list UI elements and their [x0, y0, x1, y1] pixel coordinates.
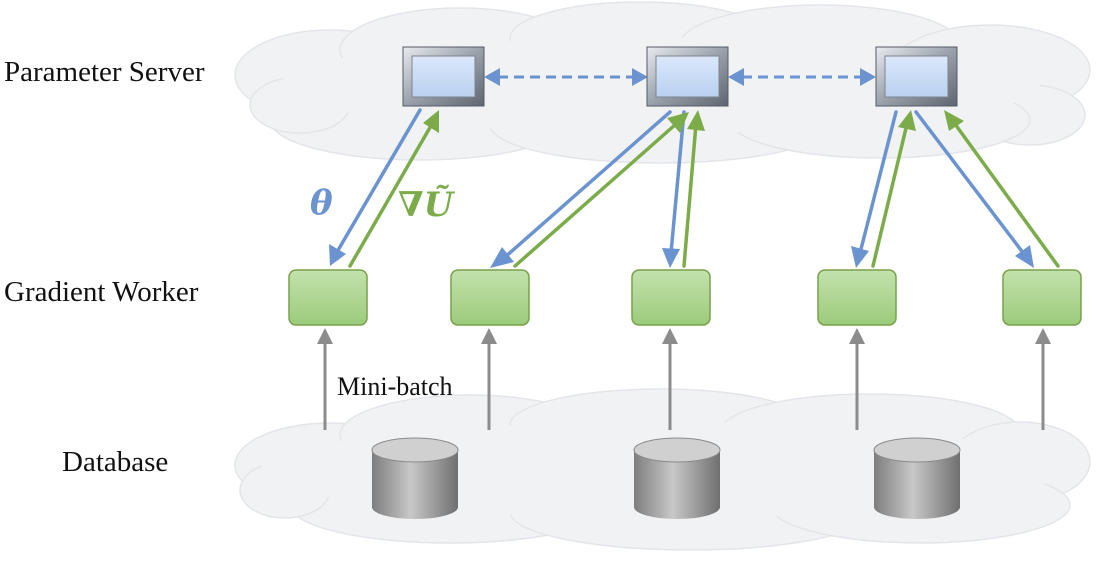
gradient-worker-4: [817, 269, 897, 326]
gradient-worker-5: [1002, 269, 1082, 326]
arrowhead-right-icon: [632, 68, 648, 86]
param-arrow-3: [669, 110, 686, 255]
database-icon: [873, 437, 961, 519]
param-arrow-4: [858, 110, 898, 255]
theta-label: θ: [310, 183, 333, 223]
param-arrow-5: [914, 110, 1026, 256]
gradient-arrow-5: [953, 122, 1060, 268]
gradient-worker-3: [631, 269, 711, 326]
server-node-1: [402, 46, 485, 107]
server-node-2: [646, 46, 729, 107]
gradient-worker-label: Gradient Worker: [4, 276, 199, 308]
parameter-server-label: Parameter Server: [4, 56, 205, 88]
database-icon: [371, 437, 459, 519]
gradient-arrow-1: [348, 122, 434, 268]
gradient-arrow-2: [513, 122, 678, 268]
param-arrow-1: [335, 108, 422, 254]
arrowhead-left-icon: [728, 68, 744, 86]
database-icon: [633, 437, 721, 519]
server-node-3: [875, 46, 958, 107]
arrowhead-right-icon: [860, 68, 876, 86]
gradient-arrow-4: [871, 122, 909, 268]
gradient-arrow-3: [682, 122, 698, 268]
param-arrow-2: [502, 110, 672, 260]
workers: [288, 269, 1082, 326]
mini-batch-label: Mini-batch: [337, 372, 453, 401]
gradient-worker-2: [450, 269, 530, 326]
gradient-worker-1: [288, 269, 368, 326]
gradient-label: ∇Ũ: [398, 185, 454, 225]
arrowhead-left-icon: [484, 68, 500, 86]
database-label: Database: [62, 446, 169, 478]
